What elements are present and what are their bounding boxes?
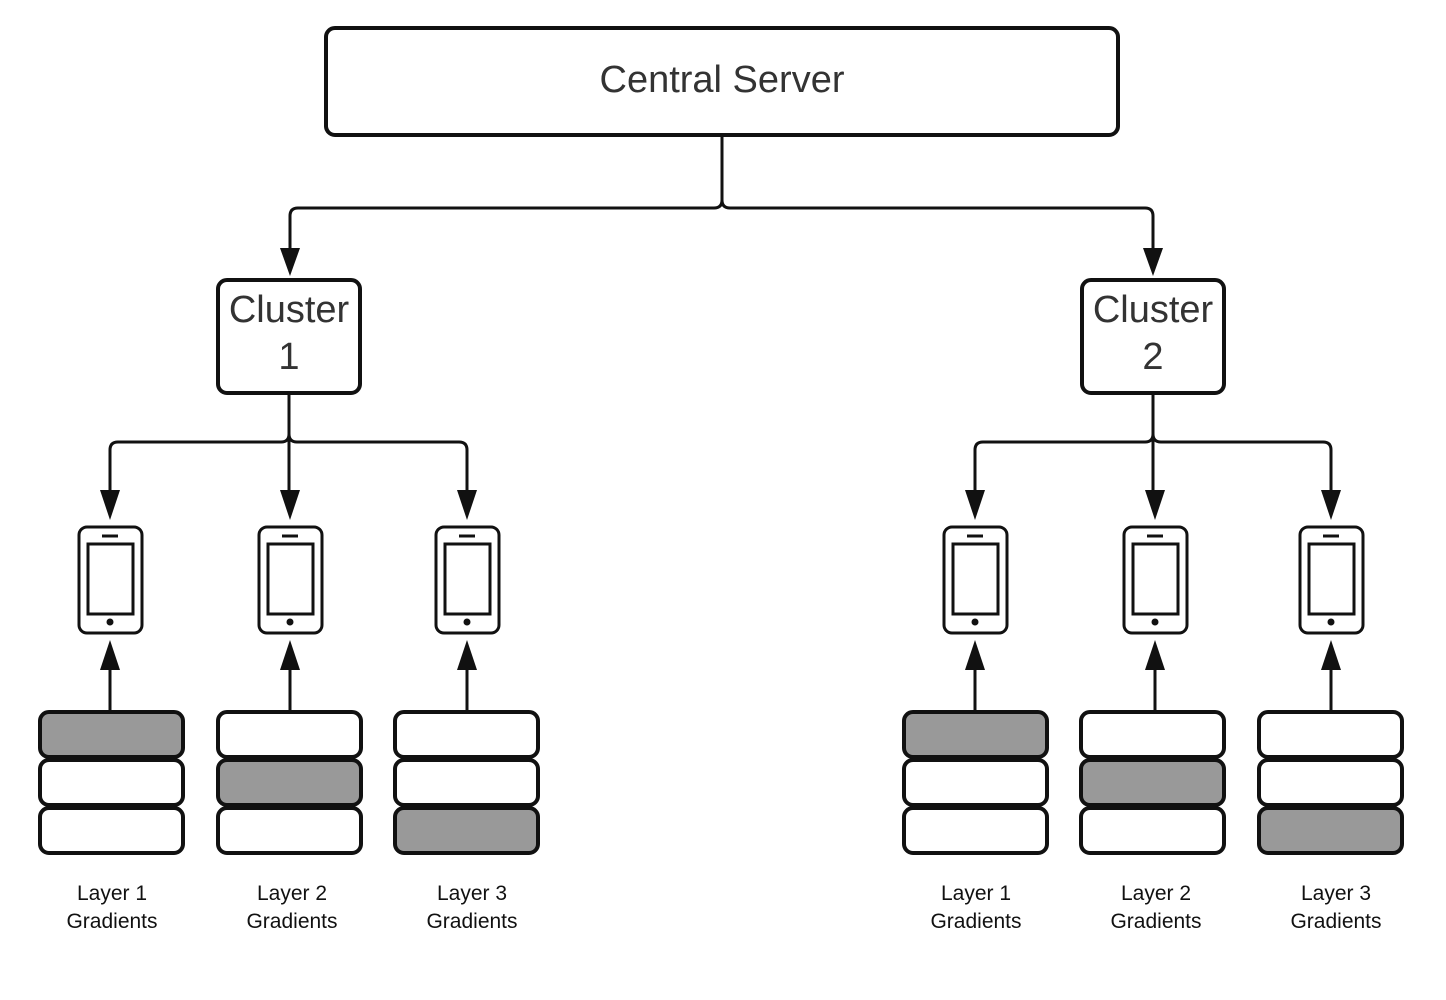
device-label-line2: Gradients — [66, 910, 157, 933]
arrow-head — [1145, 640, 1165, 670]
cluster-to-device-edge — [1151, 433, 1333, 495]
phone-home-button — [106, 618, 114, 626]
server-to-cluster-2-edge — [720, 199, 1155, 252]
layer-block — [393, 758, 540, 807]
cluster-node: Cluster 2 — [1080, 278, 1226, 395]
device-labels: Layer 1 Gradients Layer 2 Gradients Laye… — [66, 882, 1381, 933]
arrow-head — [280, 490, 300, 520]
cluster-to-device-edge — [108, 433, 291, 495]
device-label-line1: Layer 1 — [77, 882, 147, 905]
arrow-head — [1143, 248, 1163, 276]
device-label-line1: Layer 2 — [1121, 882, 1191, 905]
phone-home-button — [463, 618, 471, 626]
cluster-to-device-edge — [973, 433, 1155, 495]
layer-block — [1079, 806, 1226, 855]
devices-layer — [38, 393, 1404, 855]
layer-block — [902, 758, 1049, 807]
layer-block — [1257, 710, 1404, 759]
layer-block — [393, 710, 540, 759]
layer-block — [1257, 758, 1404, 807]
layer-block — [38, 806, 185, 855]
arrow-head — [280, 640, 300, 670]
phone-screen — [1131, 542, 1180, 616]
layer-block-highlighted — [1079, 758, 1226, 807]
device-label-line1: Layer 3 — [1301, 882, 1371, 905]
arrow-head — [965, 490, 985, 520]
layer-block — [38, 758, 185, 807]
phone-screen — [266, 542, 315, 616]
device-label-line1: Layer 3 — [437, 882, 507, 905]
cluster-label-line1: Cluster — [1093, 289, 1214, 331]
arrow-head — [965, 640, 985, 670]
layer-block — [216, 806, 363, 855]
device-label-line2: Gradients — [1110, 910, 1201, 933]
phone-screen — [951, 542, 1000, 616]
layer-block-highlighted — [902, 710, 1049, 759]
layer-block — [902, 806, 1049, 855]
arrow-head — [457, 490, 477, 520]
arrow-head — [1321, 490, 1341, 520]
arrow-head — [100, 490, 120, 520]
layer-block-highlighted — [38, 710, 185, 759]
phone-home-button — [1151, 618, 1159, 626]
cluster-label-line1: Cluster — [229, 289, 350, 331]
device-label-line1: Layer 2 — [257, 882, 327, 905]
cluster-label-line2: 2 — [1142, 336, 1163, 378]
cluster-label-line2: 1 — [278, 336, 299, 378]
layer-block-highlighted — [1257, 806, 1404, 855]
arrow-head — [100, 640, 120, 670]
layer-block — [1079, 710, 1226, 759]
phone-home-button — [1327, 618, 1335, 626]
device-label-line2: Gradients — [930, 910, 1021, 933]
arrow-head — [1321, 640, 1341, 670]
layer-block-highlighted — [216, 758, 363, 807]
phone-screen — [1307, 542, 1356, 616]
device-label-line2: Gradients — [246, 910, 337, 933]
arrow-head — [280, 248, 300, 276]
device-label-line2: Gradients — [426, 910, 517, 933]
phone-home-button — [286, 618, 294, 626]
arrow-head — [457, 640, 477, 670]
device-label-line2: Gradients — [1290, 910, 1381, 933]
layer-block-highlighted — [393, 806, 540, 855]
server-to-cluster-1-edge — [288, 135, 724, 252]
cluster-to-device-edge — [287, 433, 469, 495]
layer-block — [216, 710, 363, 759]
cluster-node: Cluster 1 — [216, 278, 362, 395]
device-label-line1: Layer 1 — [941, 882, 1011, 905]
central-server-label: Central Server — [600, 59, 845, 101]
arrow-head — [1145, 490, 1165, 520]
phone-screen — [86, 542, 135, 616]
phone-screen — [443, 542, 492, 616]
phone-home-button — [971, 618, 979, 626]
